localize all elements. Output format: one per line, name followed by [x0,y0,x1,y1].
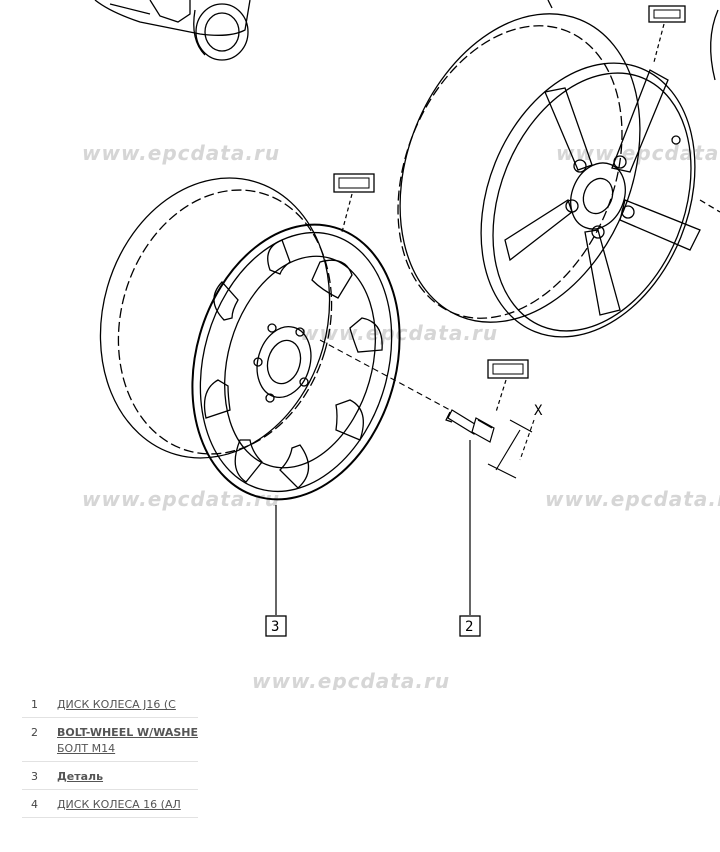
watermark: www.epcdata.ru [82,487,280,511]
table-row: 3 Деталь [22,761,198,790]
callout-3[interactable]: 3 [265,615,287,637]
part-link[interactable]: ДИСК КОЛЕСА 16 (АЛ [56,798,181,811]
parts-diagram: www.epcdata.ru www.epcdata.ru www.epcdat… [82,0,720,690]
steel-wheel-left [99,177,401,501]
callout-label: 2 [465,619,473,635]
part-number: 2 [22,717,57,762]
table-row: 4 ДИСК КОЛЕСА 16 (АЛ [22,789,198,818]
part-number: 1 [22,690,57,718]
table-row: 1 ДИСК КОЛЕСА J16 (С [22,690,198,718]
dimension-label: X [534,403,543,419]
parts-list: 1 ДИСК КОЛЕСА J16 (С 2 BOLT-WHEEL W/WASH… [22,690,198,818]
part-number: 4 [22,789,57,818]
car-illustration [94,0,251,61]
watermark: www.epcdata.ru [252,669,450,690]
part-link[interactable]: BOLT-WHEEL W/WASHE [56,726,198,739]
dimension-x [487,419,535,479]
part-link[interactable]: Деталь [56,770,104,783]
alloy-wheel-right [397,0,720,338]
watermark-layer: www.epcdata.ru www.epcdata.ru www.epcdat… [82,141,720,690]
watermark: www.epcdata.ru [82,141,280,165]
part-number: 3 [22,761,57,790]
wheel-bolt [445,409,495,443]
part-sublink[interactable]: БОЛТ M14 [56,742,116,755]
callout-2[interactable]: 2 [459,615,481,637]
watermark: www.epcdata.ru [545,487,720,511]
part-link[interactable]: ДИСК КОЛЕСА J16 (С [56,698,176,711]
callout-label: 3 [271,619,279,635]
table-row: 2 BOLT-WHEEL W/WASHE БОЛТ M14 [22,717,198,762]
